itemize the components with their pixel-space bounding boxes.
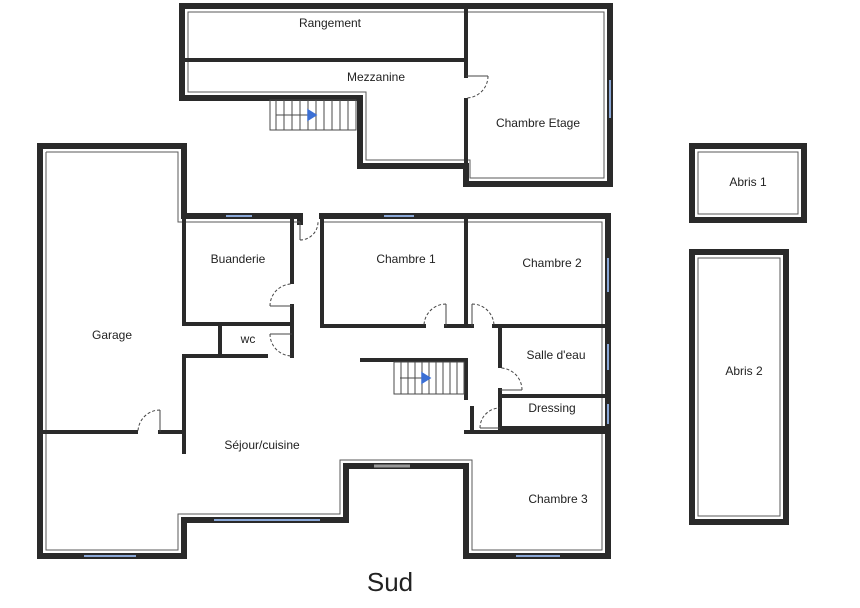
- abris-1-wall: [689, 143, 807, 223]
- stairs-ground: [393, 361, 465, 395]
- room-label-abris-1: Abris 1: [729, 175, 767, 189]
- upper-floor-outer-wall: [179, 3, 613, 187]
- room-label-chambre-1: Chambre 1: [376, 252, 436, 266]
- door-entry-arc: [299, 221, 319, 241]
- stairs-upper-arrow: [307, 108, 318, 122]
- door-chambre-2-arc: [471, 303, 495, 327]
- door-garage-arc: [137, 409, 161, 433]
- ground-outer-wall-left: [37, 143, 611, 559]
- room-label-chambre-3: Chambre 3: [528, 492, 588, 506]
- room-label-garage: Garage: [92, 328, 132, 342]
- door-salle-eau-arc: [499, 367, 523, 391]
- abris-1: Abris 1: [689, 143, 807, 223]
- stairs-upper: [269, 99, 357, 131]
- room-label-salle-eau: Salle d'eau: [526, 348, 585, 362]
- orientation-label: Sud: [367, 567, 413, 597]
- abris-2: Abris 2: [689, 249, 789, 525]
- door-chambre-1-arc: [423, 303, 447, 327]
- room-label-chambre-2: Chambre 2: [522, 256, 582, 270]
- upper-floor: Rangement Mezzanine Chambre Etage: [179, 3, 613, 187]
- abris-2-wall: [689, 249, 789, 525]
- garage-outer-wall: [37, 143, 303, 225]
- room-label-wc: wc: [240, 332, 256, 346]
- room-label-dressing: Dressing: [528, 401, 575, 415]
- room-label-abris-2: Abris 2: [725, 364, 763, 378]
- room-label-sejour-cuisine: Séjour/cuisine: [224, 438, 300, 452]
- ground-floor: Buanderie Chambre 1 Chambre 2 Garage wc …: [37, 143, 611, 559]
- room-label-buanderie: Buanderie: [211, 252, 266, 266]
- room-label-chambre-etage: Chambre Etage: [496, 116, 580, 130]
- room-label-mezzanine: Mezzanine: [347, 70, 405, 84]
- upper-floor-inner-wall: [187, 11, 605, 179]
- door-wc-arc: [269, 333, 293, 357]
- door-buanderie-arc: [269, 283, 293, 307]
- door-chambre-etage-arc: [465, 75, 489, 99]
- door-dressing-arc: [479, 407, 501, 429]
- stairs-ground-arrow: [421, 371, 432, 385]
- room-label-rangement: Rangement: [299, 16, 362, 30]
